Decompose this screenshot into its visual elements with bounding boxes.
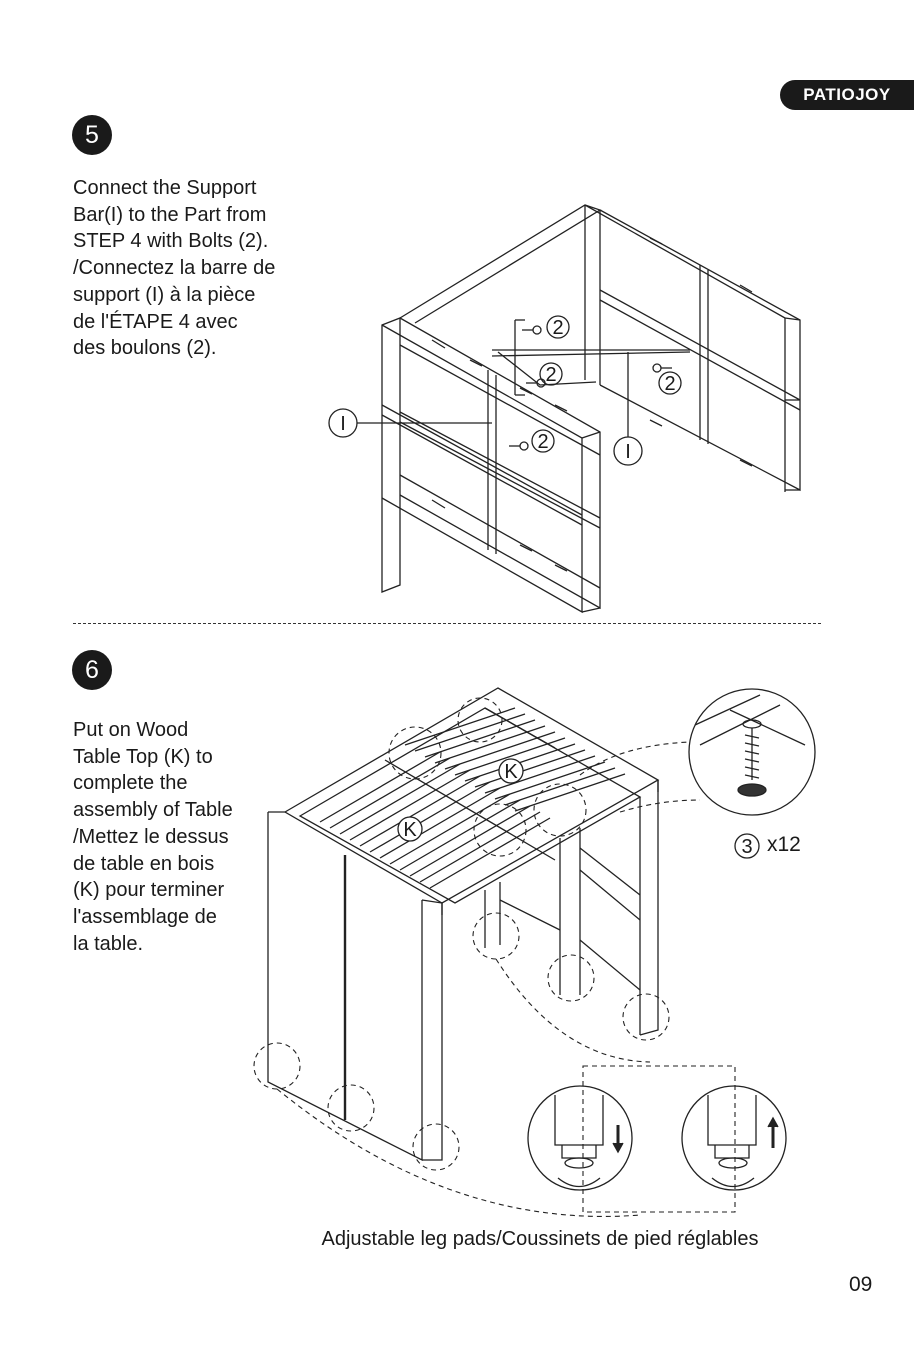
- step-5-number: 5: [72, 115, 112, 155]
- callout-part-k-back: K: [504, 761, 518, 783]
- callout-part-k-front: K: [403, 819, 417, 841]
- callout-bolt-2-a: 2: [552, 317, 563, 339]
- callout-part-i-right: I: [625, 441, 631, 463]
- screw-quantity: x12: [767, 833, 801, 856]
- callout-bolt-2-b: 2: [545, 364, 556, 386]
- step-5-frame-diagram: [328, 204, 801, 614]
- step-6-number: 6: [72, 650, 112, 690]
- page-number: 09: [849, 1273, 873, 1296]
- callout-screw-3: 3: [741, 836, 752, 858]
- callout-bolt-2-c: 2: [664, 373, 675, 395]
- leg-pads-caption: Adjustable leg pads/Coussinets de pied r…: [321, 1228, 759, 1250]
- step-6-table-diagram: [253, 687, 816, 1217]
- step-5-instructions: Connect the Support Bar(I) to the Part f…: [73, 177, 276, 360]
- brand-logo: PATIOJOY: [780, 80, 914, 110]
- step-6-instructions: Put on Wood Table Top (K) to complete th…: [73, 719, 233, 955]
- callout-bolt-2-d: 2: [537, 431, 548, 453]
- section-divider: [73, 623, 821, 624]
- callout-part-i-left: I: [340, 413, 346, 435]
